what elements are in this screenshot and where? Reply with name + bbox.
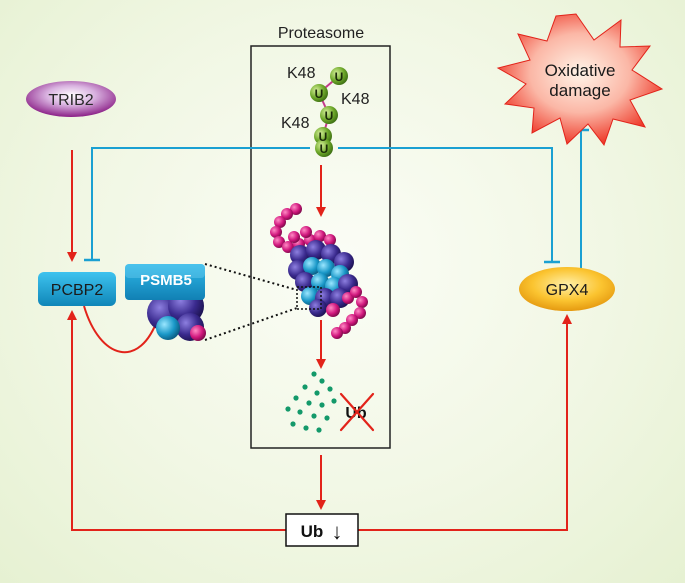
arrow-pcbp2-to-psmb5 (83, 305, 161, 354)
pcbp2-node (38, 272, 116, 306)
gpx4-node (519, 267, 615, 311)
gpx4-label: GPX4 (546, 282, 589, 299)
ubiquitin-symbol-3: U (325, 109, 334, 123)
ub-down-label: Ub (301, 522, 324, 541)
trib2-label: TRIB2 (48, 92, 93, 109)
inhibition-line-to-gpx4 (338, 147, 553, 262)
proteasome-structure-icon (270, 203, 368, 339)
oxidative-damage-label-line2: damage (549, 81, 610, 100)
cross-out-icon (339, 392, 375, 432)
psmb5-subunit-icon (125, 264, 206, 341)
ub-down-box (285, 513, 359, 547)
oxidative-damage-starburst (496, 13, 664, 147)
inhibition-line-to-pcbp2 (91, 147, 310, 260)
ubiquitin-symbol-5: U (320, 142, 329, 156)
arrow-ub-down-to-gpx4 (358, 314, 572, 531)
k48-label-1: K48 (287, 65, 316, 82)
zoom-line-bottom (204, 307, 298, 341)
ubiquitin-symbol-1: U (335, 70, 344, 84)
zoom-highlight-box (296, 286, 322, 310)
ubiquitin-bead-icon (310, 67, 348, 157)
psmb5-label: PSMB5 (140, 272, 192, 289)
down-arrow-icon: ↓ (332, 519, 343, 544)
k48-label-3: K48 (281, 115, 310, 132)
arrow-ub-down-to-pcbp2 (67, 310, 286, 531)
zoom-line-top (204, 263, 298, 291)
peptide-fragments (285, 371, 337, 433)
ubiquitin-symbol-4: U (319, 130, 328, 144)
proteasome-label: Proteasome (278, 25, 364, 42)
k48-label-2: K48 (341, 91, 370, 108)
ubiquitin-symbol-2: U (315, 87, 324, 101)
trib2-node (26, 81, 116, 117)
pcbp2-label: PCBP2 (51, 282, 104, 299)
oxidative-damage-label-line1: Oxidative (545, 61, 616, 80)
proteasome-frame (250, 45, 391, 449)
